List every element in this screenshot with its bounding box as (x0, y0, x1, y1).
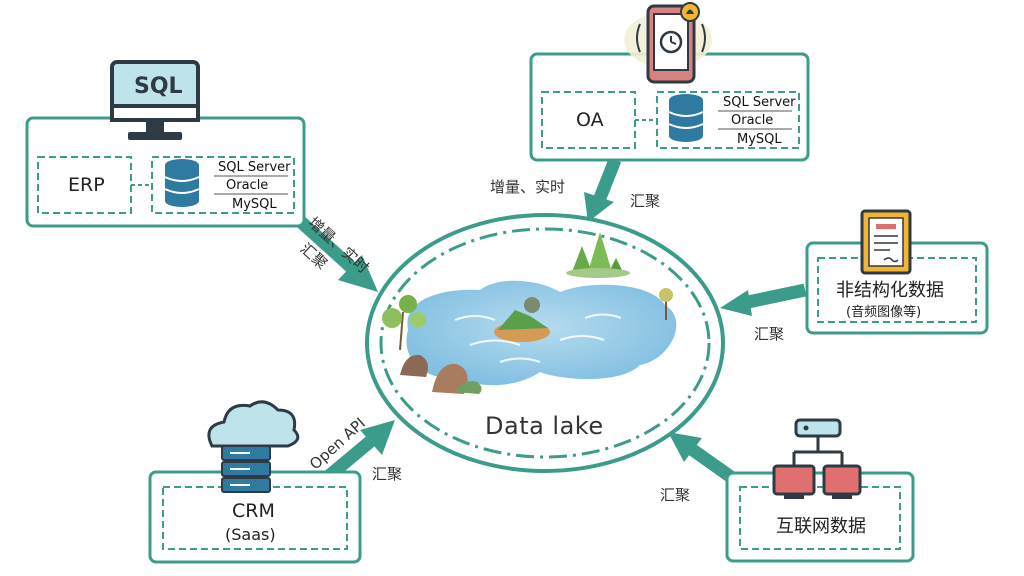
oa-edge-tag: 增量、实时 (490, 178, 566, 196)
oa-db-1: SQL Server (723, 95, 796, 110)
node-internet (725, 471, 915, 563)
arrow-oa (584, 157, 622, 222)
node-unstructured (805, 241, 989, 335)
document-icon (860, 209, 912, 275)
arrow-unstructured (720, 283, 807, 316)
lake-ripples (454, 313, 622, 363)
data-lake (365, 213, 725, 473)
erp-icon-text: SQL (134, 74, 183, 99)
internet-edge-flow: 汇聚 (660, 486, 691, 504)
phone-alarm-icon (624, 2, 712, 84)
network-icon (772, 418, 862, 499)
cloud-server-icon (207, 400, 300, 493)
monitor-sql-icon (110, 60, 200, 140)
internet-label: 互联网数据 (776, 516, 866, 537)
crm-label: CRM (232, 500, 275, 522)
erp-db-1: SQL Server (218, 160, 291, 175)
database-icon (668, 94, 704, 142)
unstructured-edge-flow: 汇聚 (754, 325, 785, 343)
erp-db-3: MySQL (232, 197, 277, 212)
unstructured-sub: (音频图像等) (846, 305, 922, 320)
node-oa (529, 52, 810, 162)
unstructured-label: 非结构化数据 (836, 280, 944, 301)
oa-edge-flow: 汇聚 (630, 192, 661, 210)
database-icon (164, 159, 200, 207)
erp-db-2: Oracle (226, 178, 269, 193)
oa-db-2: Oracle (731, 113, 774, 128)
crm-sub: (Saas) (225, 525, 276, 544)
node-crm (148, 470, 362, 564)
crm-edge-flow: 汇聚 (372, 465, 403, 483)
node-erp (25, 116, 306, 228)
oa-label: OA (576, 109, 604, 131)
lake-label: Data lake (485, 412, 604, 440)
oa-db-3: MySQL (737, 132, 782, 147)
erp-label: ERP (68, 174, 105, 196)
